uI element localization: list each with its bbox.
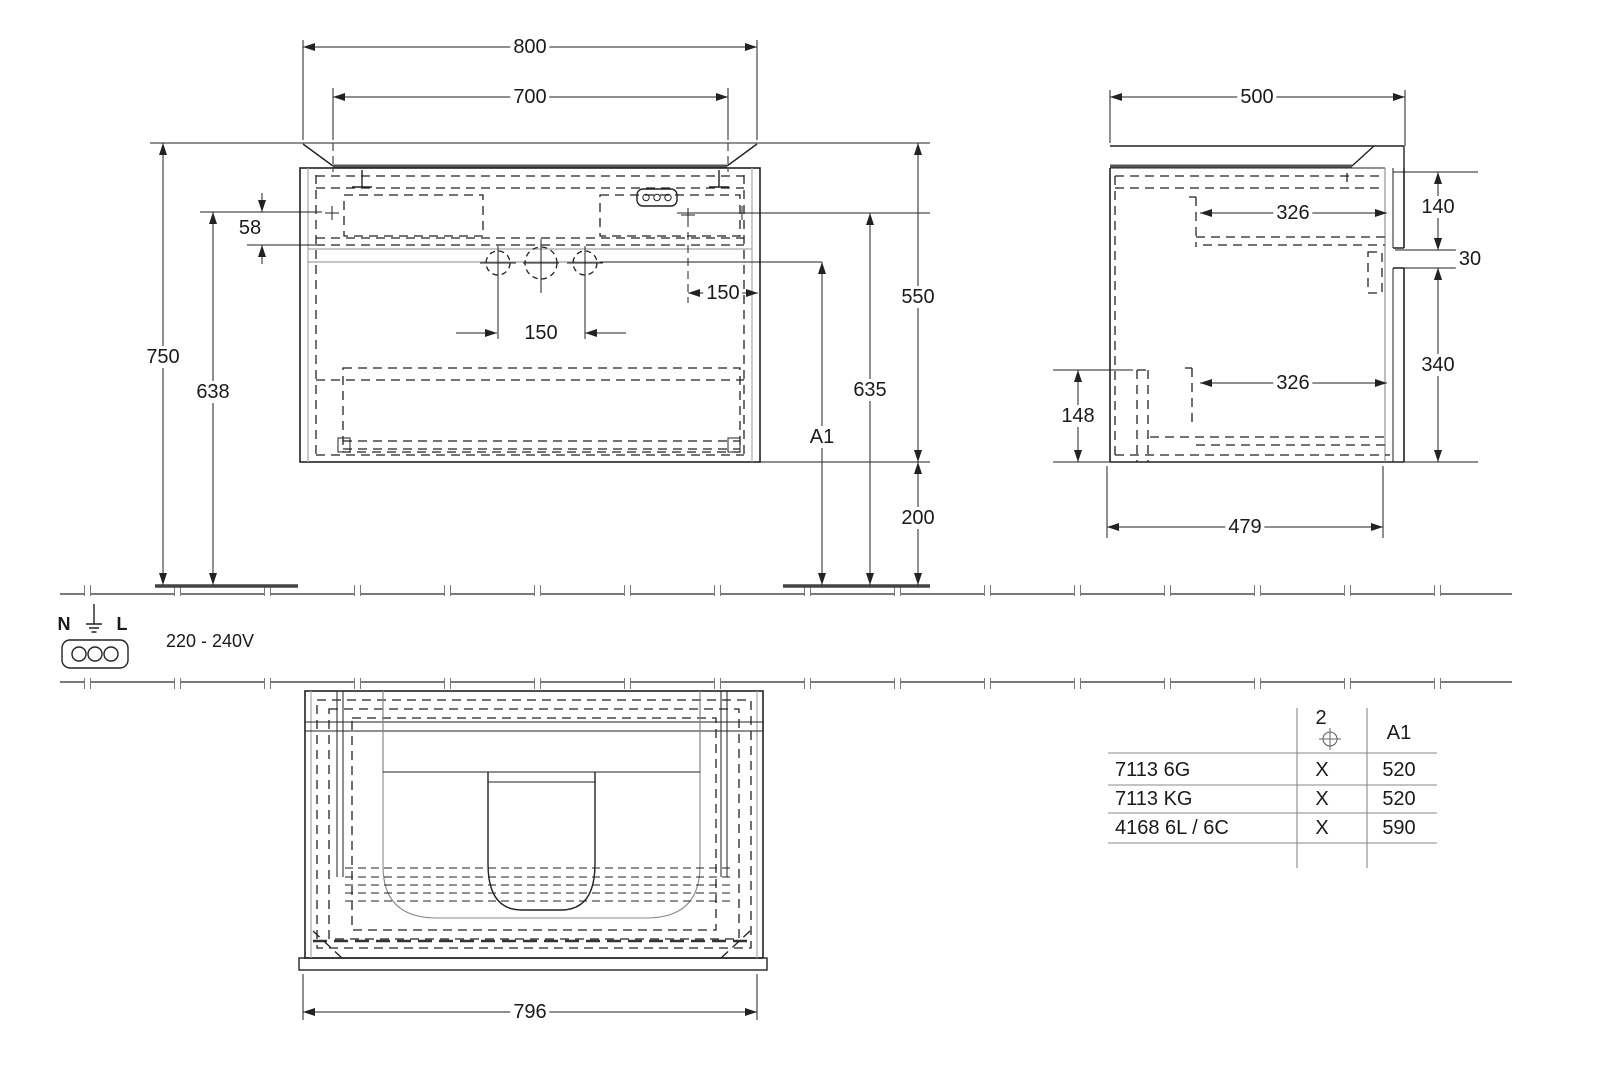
dim-front-140: 140 <box>1418 196 1458 218</box>
dim-clearance-200: 200 <box>898 507 938 529</box>
dim-right-150: 150 <box>703 282 743 304</box>
socket-cutout-symbol <box>636 188 678 207</box>
dim-gap-30: 30 <box>1455 248 1485 270</box>
spec-row-hole: X <box>1312 788 1332 810</box>
spec-row-a1: 590 <box>1379 817 1419 839</box>
ground-icon <box>86 604 102 633</box>
drill-hole-icon <box>1319 728 1341 750</box>
dim-width-700: 700 <box>510 86 550 108</box>
spec-table-col-hole: 2 <box>1312 707 1330 729</box>
spec-row-a1: 520 <box>1379 759 1419 781</box>
dim-width-800: 800 <box>510 36 550 58</box>
spec-row-hole: X <box>1312 759 1332 781</box>
electrical-voltage-label: 220 - 240V <box>163 631 258 651</box>
spec-row-a1: 520 <box>1379 788 1419 810</box>
dim-runner-top-326: 326 <box>1273 202 1313 224</box>
side-view-linework <box>1053 90 1480 538</box>
wall-hatch-bands <box>60 584 1512 689</box>
dim-width-796: 796 <box>510 1001 550 1023</box>
spec-table-grid <box>1108 708 1437 868</box>
dim-height-a1: A1 <box>806 426 838 448</box>
dim-height-750: 750 <box>143 346 183 368</box>
dim-height-635: 635 <box>850 379 890 401</box>
spec-row-model: 4168 6L / 6C <box>1112 817 1232 839</box>
spec-row-model: 7113 6G <box>1112 759 1194 781</box>
dim-height-550: 550 <box>898 286 938 308</box>
electrical-line-label: L <box>113 614 131 634</box>
electrical-neutral-label: N <box>54 614 74 634</box>
front-view-linework <box>150 40 930 463</box>
spec-table-col-a1: A1 <box>1383 722 1415 744</box>
dim-front-340: 340 <box>1418 354 1458 376</box>
electrical-connection-symbol <box>61 604 129 669</box>
bottom-view-linework <box>298 690 768 1020</box>
dim-offset-58: 58 <box>235 217 265 239</box>
dim-height-638: 638 <box>193 381 233 403</box>
faucet-hole-symbols <box>480 239 603 339</box>
spec-row-model: 7113 KG <box>1112 788 1196 810</box>
front-view-dimensions <box>159 43 922 585</box>
dim-runner-bottom-326: 326 <box>1273 372 1313 394</box>
dim-spacing-150: 150 <box>521 322 561 344</box>
spec-row-hole: X <box>1312 817 1332 839</box>
dim-depth-500: 500 <box>1237 86 1277 108</box>
dim-bracket-148: 148 <box>1058 405 1098 427</box>
dim-depth-479: 479 <box>1225 516 1265 538</box>
